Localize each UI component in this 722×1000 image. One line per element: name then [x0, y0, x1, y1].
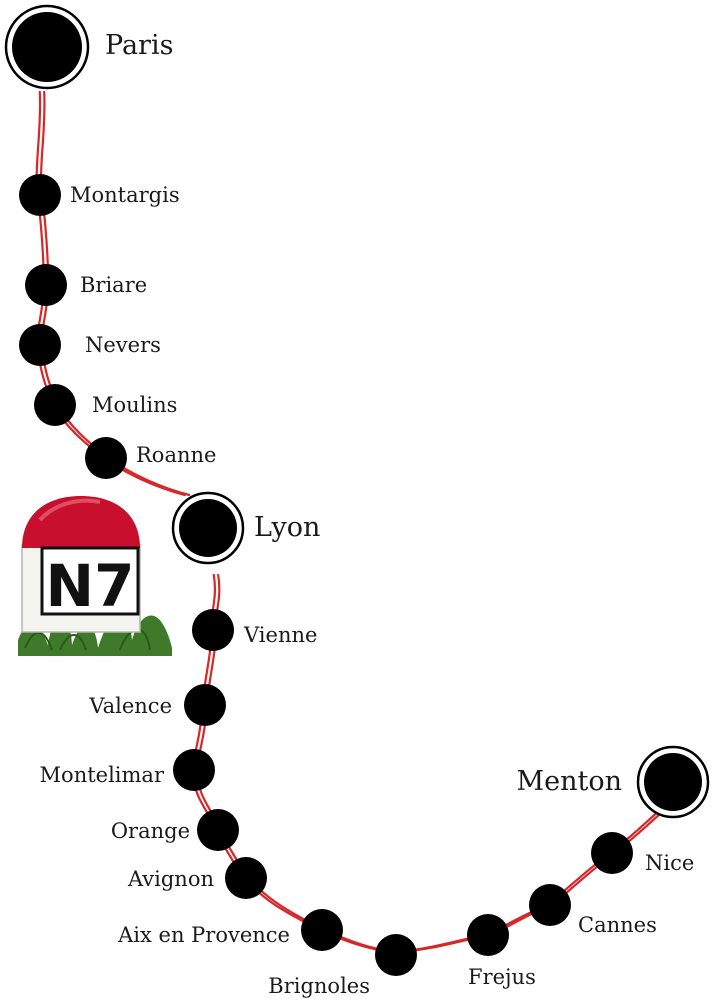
city-stop-menton [636, 745, 710, 819]
city-label-avignon: Avignon [127, 867, 214, 891]
city-stop-vienne [192, 609, 234, 651]
city-stop-valence [184, 684, 226, 726]
city-stop-moulins [34, 384, 76, 426]
city-dot [25, 264, 67, 306]
city-dot [85, 437, 127, 479]
city-stop-brignoles [375, 934, 417, 976]
city-stop-paris [4, 4, 90, 90]
marker-label: N7 [46, 552, 135, 620]
city-labels: ParisMontargisBriareNeversMoulinsRoanneL… [40, 30, 695, 998]
city-stop-avignon [225, 857, 267, 899]
city-stop-montargis [19, 174, 61, 216]
city-label-nice: Nice [645, 851, 694, 875]
city-label-moulins: Moulins [92, 393, 177, 417]
city-dot [19, 324, 61, 366]
city-label-montargis: Montargis [70, 183, 180, 207]
city-stop-orange [197, 809, 239, 851]
city-dot [179, 499, 237, 557]
city-dot [591, 832, 633, 874]
city-dot [529, 884, 571, 926]
city-label-vienne: Vienne [243, 623, 317, 647]
city-dot [192, 609, 234, 651]
city-label-brignoles: Brignoles [268, 974, 370, 998]
city-stop-roanne [85, 437, 127, 479]
city-label-valence: Valence [88, 694, 172, 718]
city-dot [225, 857, 267, 899]
city-dot [301, 909, 343, 951]
city-stop-cannes [529, 884, 571, 926]
city-dot [197, 809, 239, 851]
city-stop-briare [25, 264, 67, 306]
city-label-frejus: Frejus [468, 965, 536, 989]
city-dot [12, 12, 82, 82]
milestone-marker-icon: N7 [18, 496, 172, 656]
city-label-paris: Paris [105, 30, 173, 61]
city-dot [467, 914, 509, 956]
city-stop-montelimar [173, 749, 215, 791]
city-label-briare: Briare [80, 273, 147, 297]
city-stop-lyon [171, 491, 245, 565]
city-stop-frejus [467, 914, 509, 956]
city-label-lyon: Lyon [254, 512, 320, 543]
city-label-roanne: Roanne [136, 443, 216, 467]
city-dot [34, 384, 76, 426]
city-stops [4, 4, 710, 976]
city-label-montelimar: Montelimar [40, 763, 165, 787]
city-stop-nice [591, 832, 633, 874]
city-label-orange: Orange [111, 819, 190, 843]
city-dot [375, 934, 417, 976]
city-label-aix: Aix en Provence [117, 923, 290, 947]
city-label-cannes: Cannes [578, 913, 657, 937]
city-stop-aix [301, 909, 343, 951]
city-stop-nevers [19, 324, 61, 366]
city-dot [173, 749, 215, 791]
city-dot [184, 684, 226, 726]
city-dot [644, 753, 702, 811]
city-label-nevers: Nevers [85, 333, 161, 357]
city-dot [19, 174, 61, 216]
city-label-menton: Menton [516, 766, 622, 797]
